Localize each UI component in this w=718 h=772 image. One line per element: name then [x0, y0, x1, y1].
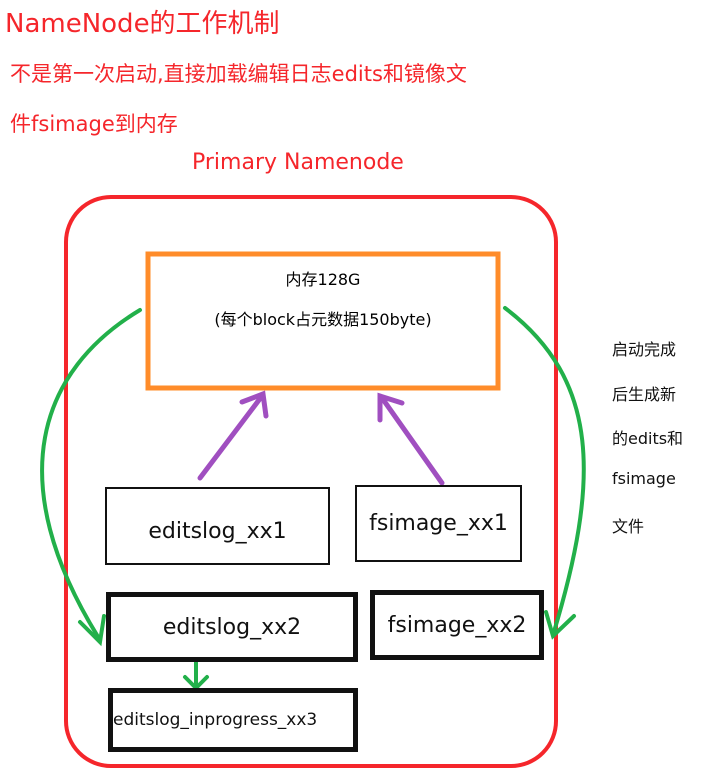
memory-size: 内存128G	[285, 270, 361, 289]
green-arrow-editslog-to-inprogress	[183, 660, 209, 691]
side-note-line3: 的edits和	[612, 429, 684, 448]
editslog-xx1-box: editslog_xx1	[105, 487, 330, 565]
subtitle-line2: 件fsimage到内存	[10, 112, 178, 136]
container-label: Primary Namenode	[192, 150, 404, 175]
fsimage-xx2-box: fsimage_xx2	[370, 590, 544, 660]
primary-namenode-container	[64, 195, 558, 768]
side-note-line1: 启动完成	[612, 340, 677, 359]
purple-arrow-fsimage-to-memory	[377, 392, 445, 486]
subtitle-line1: 不是第一次启动,直接加载编辑日志edits和镜像文	[10, 62, 467, 86]
editslog-inprogress-box: editslog_inprogress_xx3	[108, 688, 358, 752]
memory-box-border	[145, 251, 501, 391]
side-note-line5: 文件	[612, 517, 645, 536]
memory-note: (每个block占元数据150byte)	[214, 310, 432, 329]
fsimage-xx1-box: fsimage_xx1	[355, 485, 522, 562]
side-note-line4: fsimage	[612, 469, 676, 488]
page-title: NameNode的工作机制	[5, 9, 280, 39]
editslog-xx2-box: editslog_xx2	[106, 592, 358, 662]
green-arrow-memory-to-fsimage	[503, 306, 586, 640]
side-note-line2: 后生成新	[612, 385, 677, 404]
purple-arrow-editslog-to-memory	[197, 390, 269, 481]
green-arrow-memory-to-editslog	[40, 308, 142, 647]
